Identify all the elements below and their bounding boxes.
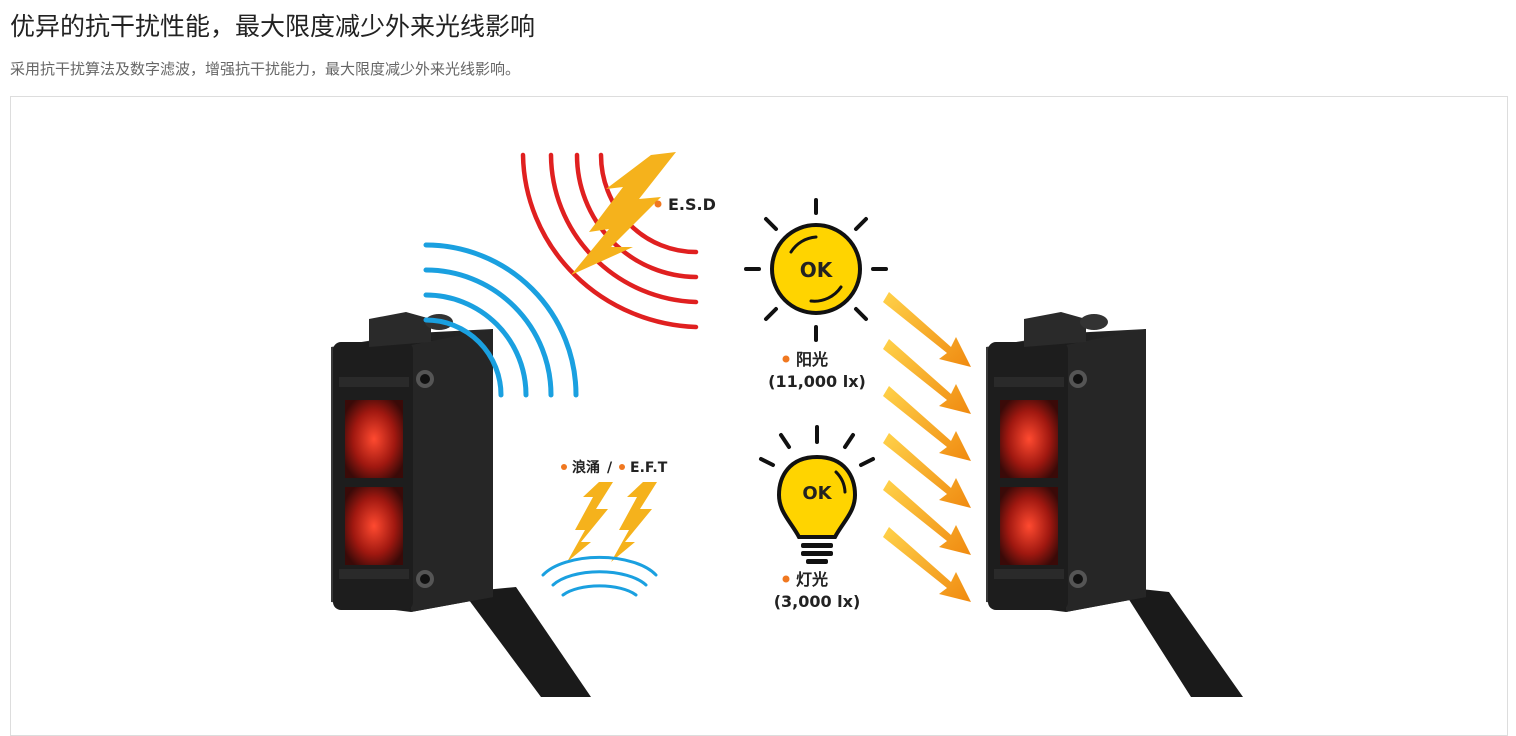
sun-icon — [744, 198, 888, 342]
lamp-label: 灯光 — [796, 570, 828, 589]
esd-label: E.S.D — [668, 195, 716, 214]
incoming-light-arrows — [883, 292, 971, 602]
surge-bullet — [561, 464, 567, 470]
sunlight-label: 阳光 — [796, 350, 828, 369]
eft-label: E.F.T — [630, 460, 668, 476]
sunlight-value: (11,000 lx) — [768, 372, 866, 391]
left-sensor-lens-top — [345, 400, 403, 478]
left-sensor — [331, 312, 591, 697]
lamp-value: (3,000 lx) — [774, 592, 861, 611]
right-sensor-lens-top — [1000, 400, 1058, 478]
lamp-bullet — [782, 575, 790, 583]
interference-illustration: E.S.D 浪涌 / E.F.T — [331, 152, 1243, 697]
esd-lightning-icon — [571, 152, 676, 275]
light-arrow-icon — [883, 480, 971, 555]
left-sensor-lens-bottom — [345, 487, 403, 565]
surge-lightning-icon — [567, 482, 613, 562]
light-arrow-icon — [883, 386, 971, 461]
sunlight-bullet — [782, 355, 790, 363]
light-arrow-icon — [883, 339, 971, 414]
right-sensor — [986, 312, 1243, 697]
bulb-ok-badge: OK — [802, 483, 832, 504]
light-arrow-icon — [883, 292, 971, 367]
surge-label: 浪涌 — [572, 459, 600, 476]
separator-label: / — [607, 460, 613, 476]
blue-waves-icon — [423, 242, 579, 398]
surge-waves-icon — [541, 555, 658, 597]
right-sensor-lens-bottom — [1000, 487, 1058, 565]
light-arrow-icon — [883, 527, 971, 602]
page-title: 优异的抗干扰性能，最大限度减少外来光线影响 — [10, 12, 536, 41]
esd-bullet — [654, 200, 662, 208]
light-bulb-icon — [759, 425, 875, 564]
illustration-frame: E.S.D 浪涌 / E.F.T — [10, 96, 1508, 736]
sun-ok-badge: OK — [800, 258, 834, 282]
eft-bullet — [619, 464, 625, 470]
page-subtitle: 采用抗干扰算法及数字滤波，增强抗干扰能力，最大限度减少外来光线影响。 — [10, 60, 521, 78]
light-arrow-icon — [883, 433, 971, 508]
eft-lightning-icon — [611, 482, 657, 562]
